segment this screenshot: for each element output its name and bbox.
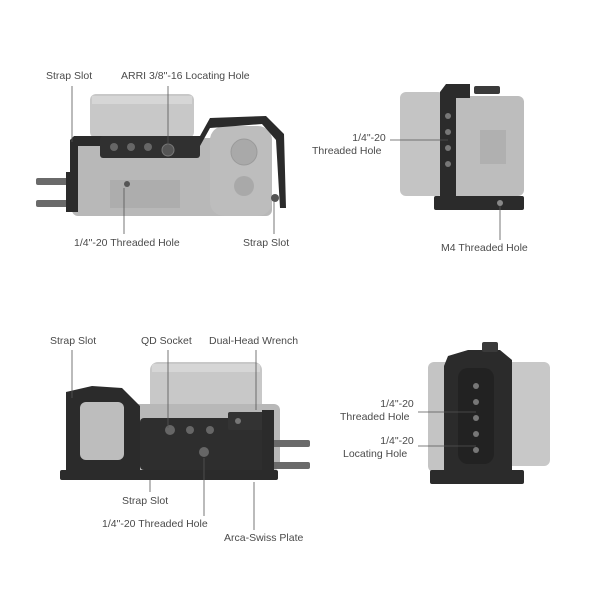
label-strap-slot-top-right: Strap Slot xyxy=(243,237,290,249)
label-threaded-hole-bottom-left: 1/4"-20 Threaded Hole xyxy=(102,518,208,530)
leader-lines xyxy=(71,86,501,530)
label-locating-hole-handle-line2: Locating Hole xyxy=(343,448,408,460)
side-base-plate xyxy=(434,196,524,210)
handle-base-plate xyxy=(430,470,524,484)
label-threaded-hole-side-line1: 1/4"-20 xyxy=(352,132,386,144)
label-threaded-hole-side-line2: Threaded Hole xyxy=(312,145,382,157)
label-strap-slot-top-left: Strap Slot xyxy=(46,70,93,82)
label-threaded-hole-handle-line2: Threaded Hole xyxy=(340,411,410,423)
label-strap-slot-bottom: Strap Slot xyxy=(122,495,169,507)
label-threaded-hole-handle-line1: 1/4"-20 xyxy=(380,398,414,410)
label-arri-locating-hole: ARRI 3/8"-16 Locating Hole xyxy=(121,70,250,82)
label-arca-swiss-plate: Arca-Swiss Plate xyxy=(224,532,304,544)
label-strap-slot-bottom-left: Strap Slot xyxy=(50,335,97,347)
lens-side xyxy=(400,92,444,196)
lens-rear xyxy=(150,362,262,412)
top-right-side-view xyxy=(400,84,524,210)
label-threaded-hole-top-left: 1/4"-20 Threaded Hole xyxy=(74,237,180,249)
label-locating-hole-handle-line1: 1/4"-20 xyxy=(380,435,414,447)
label-m4-threaded-hole: M4 Threaded Hole xyxy=(441,242,528,254)
label-dual-head-wrench: Dual-Head Wrench xyxy=(209,335,299,347)
bottom-right-side-view xyxy=(428,342,550,484)
bottom-left-rear-view xyxy=(60,362,310,480)
label-qd-socket: QD Socket xyxy=(141,335,192,347)
top-left-camera-cage-view xyxy=(36,94,286,216)
mode-dial xyxy=(230,138,258,166)
